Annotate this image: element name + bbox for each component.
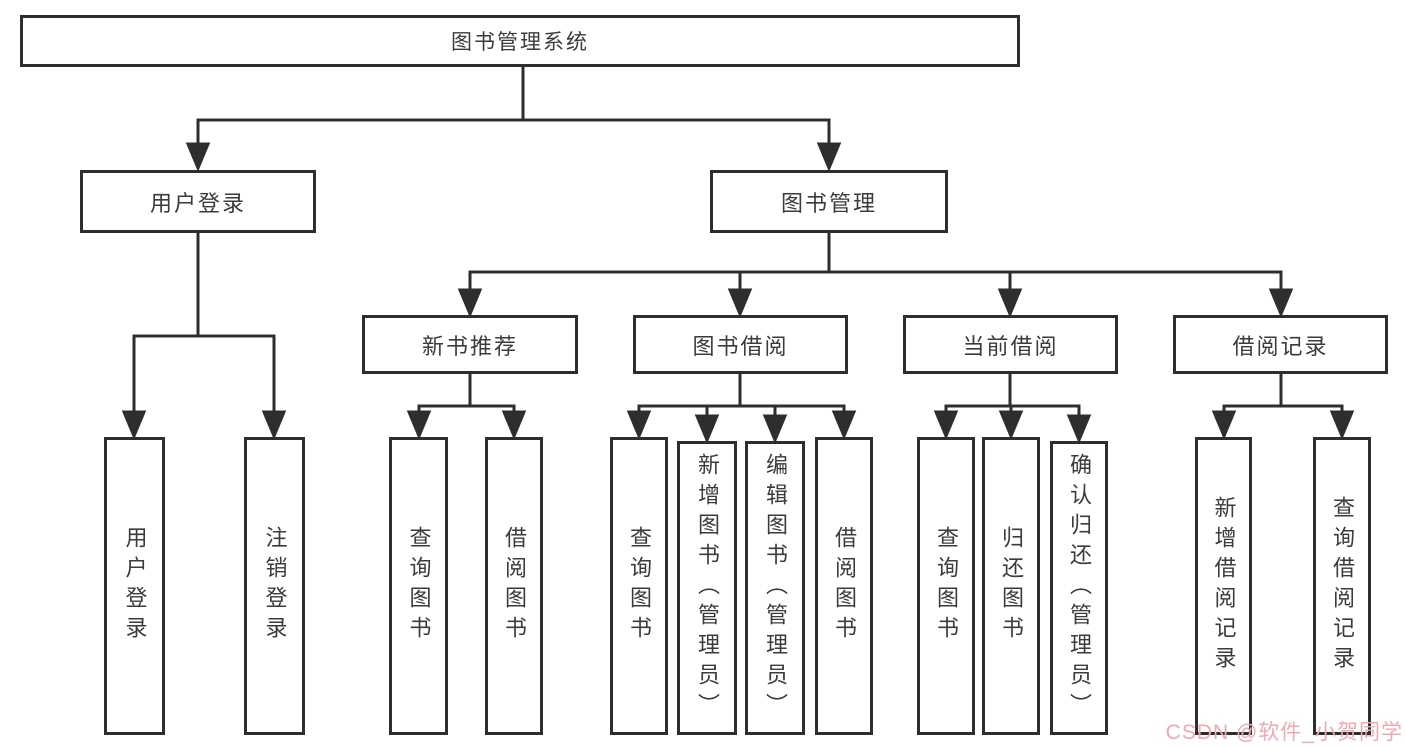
leaf-label: 借阅图书 (502, 526, 527, 646)
leaf-label: 归还图书 (999, 526, 1024, 646)
leaf-query-books: 查询图书 (917, 437, 975, 735)
leaf-add-borrow-record: 新增借阅记录 (1195, 437, 1252, 735)
leaf-confirm-return-admin: 确认归还（管理员） (1050, 441, 1108, 735)
leaf-user-login: 用户登录 (104, 437, 165, 735)
leaf-label: 借阅图书 (832, 526, 857, 646)
leaf-label: 注销登录 (262, 526, 288, 646)
leaf-query-borrow-record: 查询借阅记录 (1313, 437, 1371, 735)
csdn-watermark: CSDN @软件_小贺同学 (1165, 721, 1403, 744)
leaf-query-books: 查询图书 (389, 437, 448, 735)
leaf-label: 新增图书（管理员） (695, 453, 720, 723)
arrowhead (185, 142, 211, 172)
node-library-system: 图书管理系统 (20, 15, 1020, 67)
leaf-borrow-books: 借阅图书 (815, 437, 873, 735)
node-new-book-recommend: 新书推荐 (362, 315, 578, 374)
leaf-query-books: 查询图书 (610, 437, 668, 735)
leaf-logout-login: 注销登录 (244, 437, 305, 735)
node-book-management: 图书管理 (710, 170, 948, 233)
leaf-borrow-books: 借阅图书 (485, 437, 543, 735)
leaf-edit-books-admin: 编辑图书（管理员） (745, 441, 805, 735)
leaf-label: 编辑图书（管理员） (763, 453, 788, 723)
leaf-return-books: 归还图书 (982, 437, 1040, 735)
leaf-label: 查询图书 (406, 526, 432, 646)
leaf-label: 查询图书 (934, 526, 959, 646)
node-book-borrow: 图书借阅 (633, 315, 848, 374)
leaf-label: 新增借阅记录 (1211, 496, 1237, 676)
leaf-label: 查询图书 (627, 526, 652, 646)
leaf-label: 查询借阅记录 (1330, 496, 1355, 676)
node-borrow-records: 借阅记录 (1173, 315, 1388, 374)
leaf-label: 确认归还（管理员） (1067, 453, 1092, 723)
leaf-add-books-admin: 新增图书（管理员） (677, 441, 737, 735)
node-current-borrow: 当前借阅 (903, 315, 1118, 374)
node-user-login: 用户登录 (80, 170, 316, 233)
leaf-label: 用户登录 (122, 526, 148, 646)
